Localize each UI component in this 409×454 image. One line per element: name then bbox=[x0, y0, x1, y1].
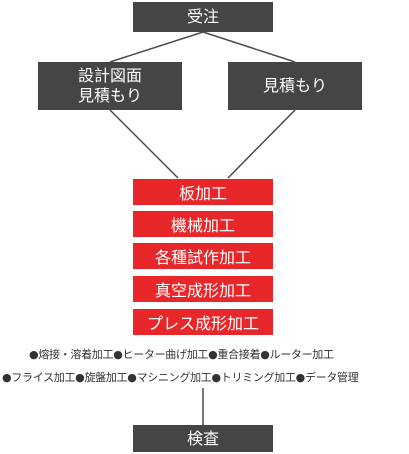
process-press-forming-label: プレス成形加工 bbox=[146, 314, 259, 333]
node-design-estimate: 設計図面 見積もり bbox=[38, 62, 182, 110]
node-estimate: 見積もり bbox=[228, 62, 362, 110]
node-inspection: 検査 bbox=[133, 425, 273, 452]
connector-order-to-design bbox=[109, 31, 204, 63]
process-prototype-label: 各種試作加工 bbox=[154, 248, 251, 267]
node-design-estimate-label: 見積もり bbox=[77, 86, 142, 105]
node-inspection-label: 検査 bbox=[186, 428, 219, 448]
connector-design-to-processes bbox=[109, 109, 179, 179]
connector-order-to-estimate bbox=[202, 31, 296, 63]
note-line-2: ●フライス加工●旋盤加工●マシニング加工●トリミング加工●データ管理 bbox=[2, 371, 359, 384]
node-order: 受注 bbox=[133, 2, 273, 32]
process-vacuum-forming-label: 真空成形加工 bbox=[154, 281, 251, 300]
process-machine-label: 機械加工 bbox=[170, 216, 235, 235]
node-estimate-label: 見積もり bbox=[262, 76, 327, 95]
node-order-label: 受注 bbox=[186, 7, 219, 26]
process-plate: 板加工 bbox=[133, 179, 273, 205]
connector-estimate-to-processes bbox=[227, 109, 296, 179]
process-plate-label: 板加工 bbox=[178, 184, 227, 203]
process-machine: 機械加工 bbox=[133, 211, 273, 237]
process-press-forming: プレス成形加工 bbox=[133, 309, 273, 335]
process-prototype: 各種試作加工 bbox=[133, 243, 273, 269]
process-vacuum-forming: 真空成形加工 bbox=[133, 276, 273, 302]
node-design-label: 設計図面 bbox=[77, 66, 142, 85]
note-line-1: ●熔接・溶着加工●ヒーター曲げ加工●重合接着●ルーター加工 bbox=[29, 348, 334, 361]
